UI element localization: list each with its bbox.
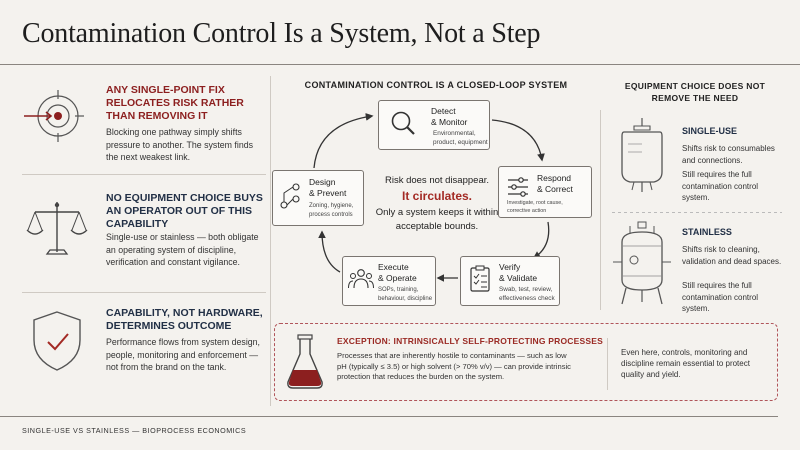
design-title: Design& Prevent <box>309 177 347 198</box>
target-icon <box>24 90 84 142</box>
respond-subtitle: Investigate, root cause,corrective actio… <box>507 200 563 214</box>
flask-icon <box>287 334 323 389</box>
exception-divider <box>607 338 608 390</box>
left-point-1-heading: ANY SINGLE-POINT FIX RELOCATES RISK RATH… <box>106 84 244 122</box>
arrow-detect-to-respond <box>491 119 545 162</box>
checklist-icon <box>470 265 490 292</box>
right-column-divider <box>600 110 601 310</box>
left-point-1-body: Blocking one pathway simply shifts press… <box>106 127 254 162</box>
left-divider-1 <box>22 174 266 175</box>
scales-icon <box>26 202 88 255</box>
center-line-1: Risk does not disappear. <box>384 175 490 186</box>
exception-body: Processes that are inherently hostile to… <box>337 351 571 381</box>
exception-box: EXCEPTION: INTRINSICALLY SELF-PROTECTING… <box>274 323 778 401</box>
node-design-prevent: Design& Prevent Zoning, hygiene,process … <box>272 170 364 226</box>
node-verify-validate: Verify& Validate Swab, test, review,effe… <box>460 256 560 306</box>
design-subtitle: Zoning, hygiene,process controls <box>309 203 354 218</box>
single-use-bag-icon <box>621 118 663 192</box>
header-divider <box>0 64 800 65</box>
footer-label: SINGLE-USE VS STAINLESS — BIOPROCESS ECO… <box>22 426 247 435</box>
right-divider <box>612 212 782 213</box>
stainless-point-1: Shifts risk to cleaning, validation and … <box>682 245 782 266</box>
workflow-icon <box>280 183 300 209</box>
left-point-3: CAPABILITY, NOT HARDWARE, DETERMINES OUT… <box>22 304 268 404</box>
left-column-divider <box>270 76 271 406</box>
shield-check-icon <box>33 311 81 371</box>
left-point-2-heading: NO EQUIPMENT CHOICE BUYS AN OPERATOR OUT… <box>106 192 263 230</box>
left-point-3-body: Performance flows from system design, pe… <box>106 337 260 372</box>
arrow-respond-to-verify <box>532 221 550 259</box>
stainless-tank-icon <box>613 221 671 305</box>
stainless-heading: STAINLESS <box>682 227 732 237</box>
arrow-design-to-detect <box>313 113 374 169</box>
left-point-3-heading: CAPABILITY, NOT HARDWARE, DETERMINES OUT… <box>106 307 263 332</box>
node-detect-monitor: Detect& Monitor Environmental,product, e… <box>378 100 490 150</box>
execute-subtitle: SOPs, training,behaviour, discipline <box>378 287 433 302</box>
center-line-2: It circulates. <box>401 189 473 203</box>
footer-divider <box>0 416 778 417</box>
stainless-point-2: Still requires the full contamination co… <box>682 281 759 313</box>
detect-subtitle: Environmental,product, equipment <box>433 130 488 146</box>
verify-subtitle: Swab, test, review,effectiveness check <box>499 286 555 302</box>
left-point-2: NO EQUIPMENT CHOICE BUYS AN OPERATOR OUT… <box>22 188 268 288</box>
left-point-2-body: Single-use or stainless — both obligate … <box>106 232 259 267</box>
node-execute-operate: Execute& Operate SOPs, training,behaviou… <box>342 256 436 306</box>
exception-heading: EXCEPTION: INTRINSICALLY SELF-PROTECTING… <box>337 336 603 346</box>
single-use-heading: SINGLE-USE <box>682 126 738 136</box>
single-use-point-2: Still requires the full contamination co… <box>682 170 759 202</box>
center-line-3: Only a system keeps it within acceptable… <box>375 207 499 232</box>
respond-title: Respond& Correct <box>537 173 573 194</box>
loop-center-message: Risk does not disappear. It circulates. … <box>366 175 508 234</box>
left-point-1: ANY SINGLE-POINT FIX RELOCATES RISK RATH… <box>22 78 268 168</box>
sliders-icon <box>508 177 528 197</box>
exception-note: Even here, controls, monitoring and disc… <box>621 348 750 379</box>
verify-title: Verify& Validate <box>499 262 538 283</box>
left-divider-2 <box>22 292 266 293</box>
single-use-point-1: Shifts risk to consumables and connectio… <box>682 144 775 165</box>
arrow-execute-to-design <box>318 230 341 273</box>
execute-title: Execute& Operate <box>378 262 417 283</box>
loop-title: CONTAMINATION CONTROL IS A CLOSED-LOOP S… <box>304 80 568 90</box>
detect-title: Detect& Monitor <box>431 106 468 127</box>
node-respond-correct: Respond& Correct Investigate, root cause… <box>498 166 592 218</box>
equipment-title: EQUIPMENT CHOICE DOES NOT REMOVE THE NEE… <box>624 81 766 103</box>
magnifier-icon <box>391 111 415 135</box>
people-icon <box>348 269 374 289</box>
page-title: Contamination Control Is a System, Not a… <box>22 18 541 49</box>
